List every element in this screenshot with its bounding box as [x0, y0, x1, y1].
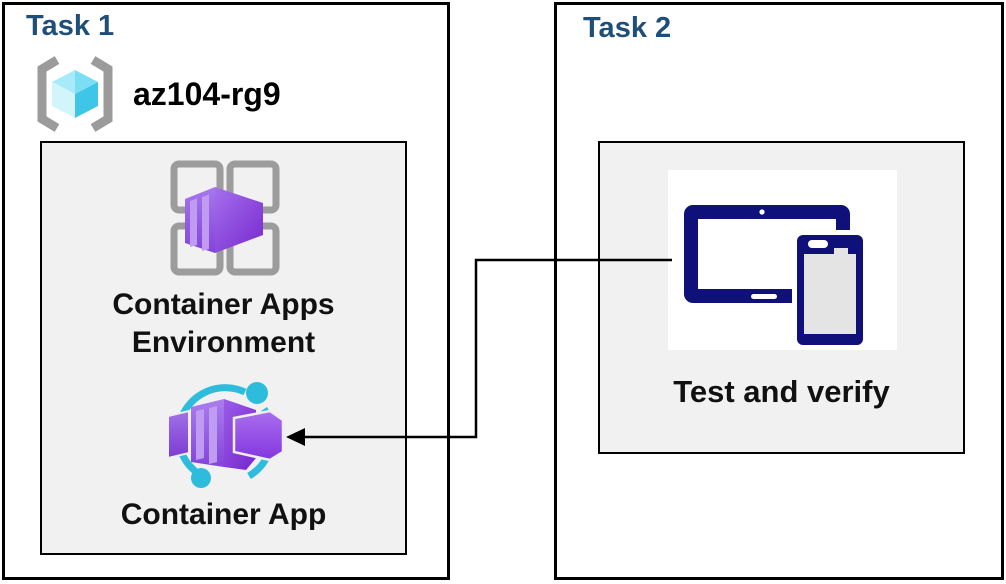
- container-app-label: Container App: [120, 498, 327, 531]
- resource-group-name: az104-rg9: [133, 76, 281, 112]
- task2-title: Task 2: [583, 12, 672, 44]
- tablet-and-phone-icon: [668, 170, 897, 350]
- task1-title: Task 1: [26, 10, 115, 42]
- resource-group-icon: [30, 55, 120, 133]
- test-and-verify-label: Test and verify: [673, 374, 890, 409]
- container-app-icon: [168, 378, 288, 492]
- container-apps-environment-icon: [167, 157, 283, 279]
- container-apps-environment-label: Container Apps Environment: [112, 288, 335, 359]
